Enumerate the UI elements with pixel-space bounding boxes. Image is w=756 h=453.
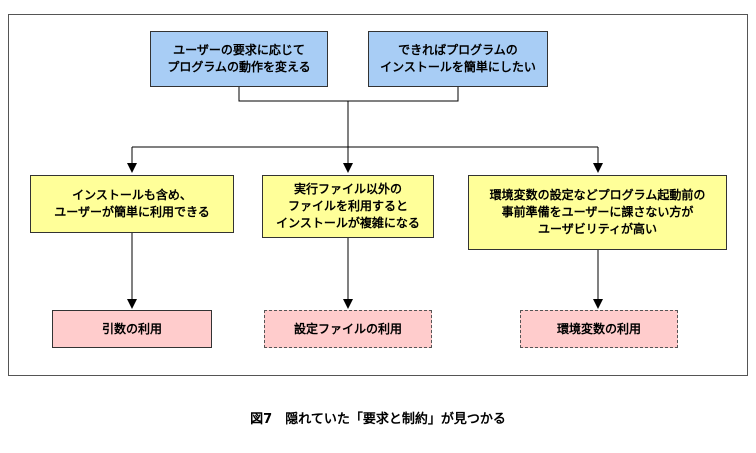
box-user-request: ユーザーの要求に応じて プログラムの動作を変える [150,31,328,87]
box-easy-install: できればプログラムの インストールを簡単にしたい [368,31,548,87]
connector-top-left [238,87,459,102]
box-settings-file: 設定ファイルの利用 [264,310,432,348]
box-non-exe-files: 実行ファイル以外の ファイルを利用すると インストールが複雑になる [262,175,434,238]
box-include-install: インストールも含め、 ユーザーが簡単に利用できる [30,175,234,233]
box-env-vars: 環境変数の利用 [520,310,678,348]
box-no-env-settings: 環境変数の設定などプログラム起動前の 事前準備をユーザーに課さない方が ユーザビ… [468,175,727,250]
figure-caption: 図7 隠れていた「要求と制約」が見つかる [250,412,506,427]
box-args: 引数の利用 [52,310,212,348]
